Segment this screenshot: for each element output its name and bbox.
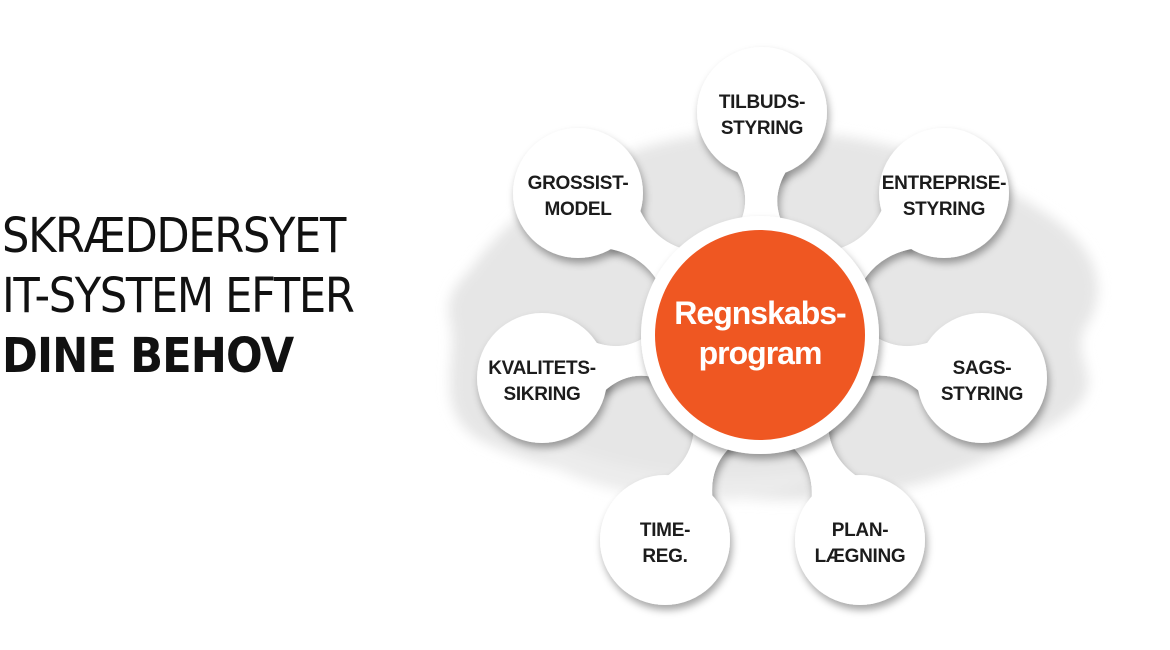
petal-label-line-1: GROSSIST- bbox=[528, 173, 629, 194]
petal-bubble-fill bbox=[918, 314, 1046, 442]
center-label-line-1: Regnskabs- bbox=[674, 295, 846, 331]
headline-line-1: SKRÆDDERSYET bbox=[2, 208, 346, 264]
petal-bubble-fill bbox=[514, 129, 642, 257]
petal-timereg[interactable]: TIME- REG. bbox=[600, 421, 738, 605]
petal-label-line-1: ENTREPRISE- bbox=[882, 173, 1006, 194]
petal-label-line-2: STYRING bbox=[721, 118, 803, 139]
headline: SKRÆDDERSYET IT-SYSTEM EFTER DINE BEHOV bbox=[2, 206, 393, 386]
petal-bubble-fill bbox=[601, 476, 729, 604]
petal-bubble-fill bbox=[880, 129, 1008, 257]
petal-label-line-1: TILBUDS- bbox=[719, 92, 805, 113]
headline-line-3: DINE BEHOV bbox=[2, 328, 294, 384]
petal-connector-fill bbox=[735, 168, 788, 230]
petal-tilbudsstyring[interactable]: TILBUDS- STYRING bbox=[697, 47, 827, 230]
center-node-fill bbox=[655, 230, 865, 440]
petal-label-line-2: STYRING bbox=[941, 384, 1023, 405]
petal-label-line-2: SIKRING bbox=[503, 384, 580, 405]
petal-grossistmodel[interactable]: GROSSIST- MODEL bbox=[513, 128, 692, 289]
center-node[interactable]: Regnskabs- program bbox=[641, 216, 879, 454]
petal-label-line-1: PLAN- bbox=[832, 520, 889, 541]
petal-label-line-1: SAGS- bbox=[953, 358, 1012, 379]
petal-label-line-1: KVALITETS- bbox=[488, 358, 595, 379]
center-label-line-2: program bbox=[699, 335, 822, 371]
petal-bubble-fill bbox=[478, 314, 606, 442]
petal-bubble-fill bbox=[698, 48, 826, 176]
headline-line-2: IT-SYSTEM EFTER bbox=[2, 268, 355, 324]
petal-label-line-2: REG. bbox=[642, 546, 687, 567]
petal-label-line-2: LÆGNING bbox=[815, 546, 906, 567]
petal-label-line-2: STYRING bbox=[903, 199, 985, 220]
petal-label-line-1: TIME- bbox=[640, 520, 690, 541]
petal-bubble-fill bbox=[796, 476, 924, 604]
petal-planlaegning[interactable]: PLAN- LÆGNING bbox=[784, 419, 925, 605]
petal-label-line-2: MODEL bbox=[544, 199, 612, 220]
